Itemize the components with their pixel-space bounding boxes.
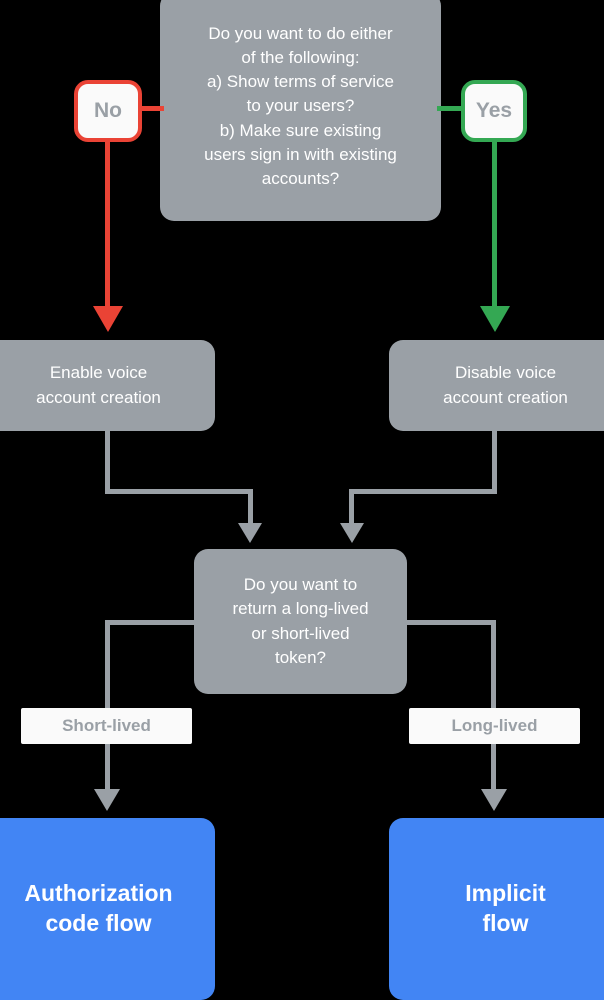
decision-node-terms-of-service-label: Do you want to do either of the followin… (204, 24, 397, 188)
edge-label-short-lived-text: Short-lived (62, 716, 151, 735)
connector-disable-down-a (492, 431, 497, 489)
connector-no-to-enable-arrowhead (93, 306, 123, 332)
decision-node-token-lifetime-label: Do you want to return a long-lived or sh… (232, 575, 369, 667)
connector-long-horizontal (404, 620, 496, 625)
result-node-authorization-code-flow-label: Authorization code flow (24, 880, 173, 936)
process-node-enable-voice: Enable voice account creation (0, 340, 215, 431)
connector-disable-horizontal (349, 489, 497, 494)
connector-yes-to-disable-arrowhead (480, 306, 510, 332)
connector-enable-down-a (105, 431, 110, 489)
branch-label-no: No (74, 80, 142, 142)
branch-label-yes: Yes (461, 80, 527, 142)
connector-short-down (105, 620, 110, 791)
process-node-disable-voice-label: Disable voice account creation (443, 363, 568, 407)
connector-no-stub (140, 106, 164, 111)
result-node-implicit-flow-label: Implicit flow (465, 880, 546, 936)
edge-label-long-lived: Long-lived (409, 708, 580, 744)
process-node-enable-voice-label: Enable voice account creation (36, 363, 161, 407)
result-node-implicit-flow: Implicit flow (389, 818, 604, 1000)
edge-label-short-lived: Short-lived (21, 708, 192, 744)
connector-disable-down-b (349, 489, 354, 525)
connector-long-down (491, 620, 496, 791)
connector-short-arrowhead (94, 789, 120, 811)
connector-no-to-enable-line (105, 140, 110, 308)
branch-label-no-text: No (94, 99, 122, 122)
connector-short-horizontal (105, 620, 197, 625)
connector-enable-arrowhead (238, 523, 262, 543)
connector-disable-arrowhead (340, 523, 364, 543)
connector-enable-down-b (248, 489, 253, 525)
connector-yes-to-disable-line (492, 140, 497, 308)
branch-label-yes-text: Yes (475, 99, 513, 122)
connector-yes-stub (437, 106, 463, 111)
decision-node-token-lifetime: Do you want to return a long-lived or sh… (194, 549, 407, 694)
edge-label-long-lived-text: Long-lived (451, 716, 538, 735)
connector-enable-horizontal (105, 489, 253, 494)
process-node-disable-voice: Disable voice account creation (389, 340, 604, 431)
decision-node-terms-of-service: Do you want to do either of the followin… (160, 0, 441, 221)
connector-long-arrowhead (481, 789, 507, 811)
result-node-authorization-code-flow: Authorization code flow (0, 818, 215, 1000)
